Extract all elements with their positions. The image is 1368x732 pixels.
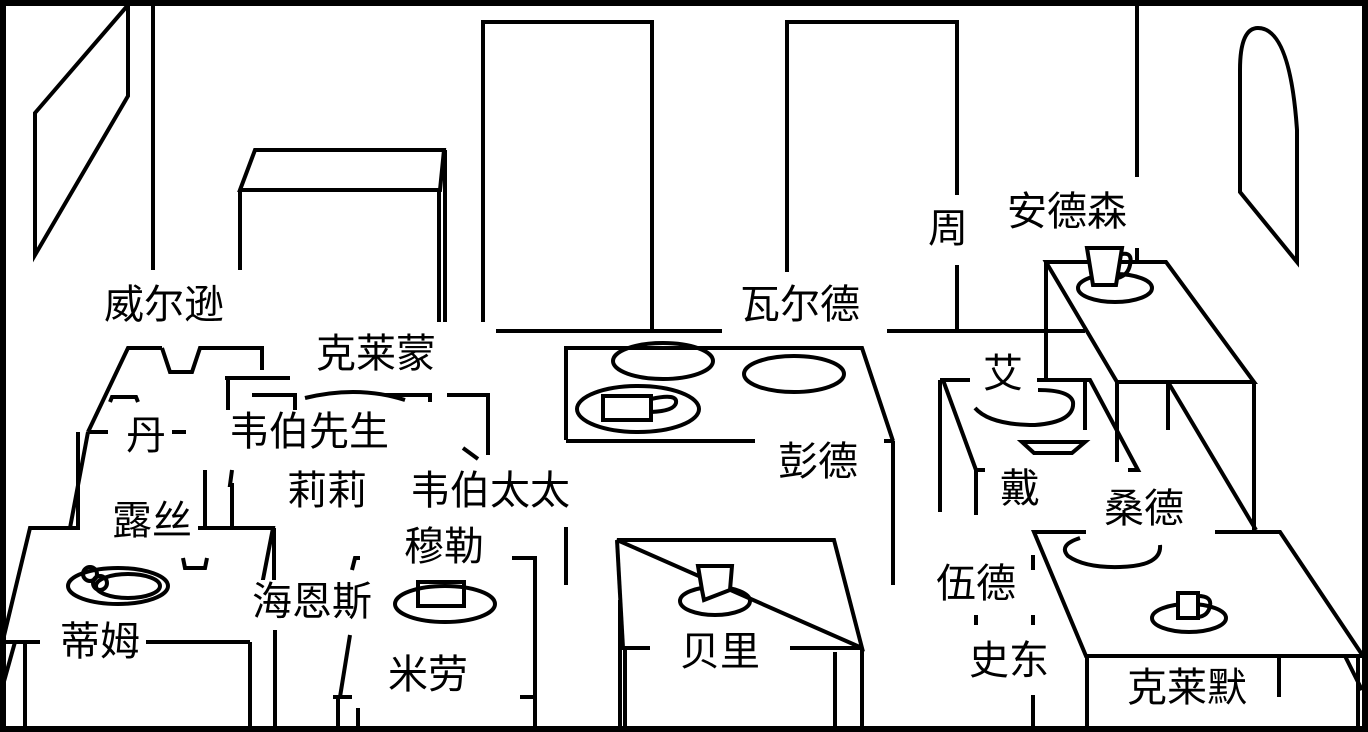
cup-center-icon xyxy=(601,394,653,422)
table-rose-edge xyxy=(1,526,80,641)
label-clemon: 克莱蒙 xyxy=(310,332,442,376)
label-clem: 克莱默 xyxy=(1121,666,1253,710)
table-wilson-leg xyxy=(68,431,90,529)
chair-dan-icon xyxy=(108,395,140,403)
food-tim-icon xyxy=(91,574,109,592)
label-mr-weber: 韦伯先生 xyxy=(223,410,395,454)
label-wude: 伍德 xyxy=(930,562,1022,606)
chair-wilson-icon xyxy=(160,346,264,374)
food-tim-icon xyxy=(81,565,99,583)
table-clem-top xyxy=(1030,530,1367,658)
plate-center-2-icon xyxy=(742,354,846,394)
label-zhou: 周 xyxy=(922,207,974,251)
label-muller: 穆勒 xyxy=(398,525,490,569)
plate-sander-icon xyxy=(1063,536,1163,570)
label-shidong: 史东 xyxy=(963,639,1055,683)
table-ai-edge xyxy=(1037,378,1142,472)
label-wilson: 威尔逊 xyxy=(98,283,230,327)
table-clemon-edge xyxy=(447,393,490,455)
label-pend: 彭德 xyxy=(772,440,864,484)
cup-berry-icon xyxy=(695,564,735,603)
dish-dai-icon xyxy=(1016,440,1091,455)
label-lily: 莉莉 xyxy=(281,469,373,513)
table-lily-edge xyxy=(227,469,234,530)
label-sander: 桑德 xyxy=(1098,487,1190,531)
arched-window-icon xyxy=(1238,25,1299,268)
table-berry-top xyxy=(616,538,865,652)
table-muller-edge xyxy=(512,556,537,732)
label-walde: 瓦尔德 xyxy=(734,283,866,327)
table-clemon-edge xyxy=(385,393,432,402)
label-ai: 艾 xyxy=(977,352,1029,396)
label-berry: 贝里 xyxy=(674,630,766,674)
plate-muller-icon xyxy=(393,584,497,624)
plate-center-cup-icon xyxy=(575,384,701,434)
table-clemon-detail xyxy=(461,446,480,461)
cup-clem-icon xyxy=(1176,591,1200,620)
chair-rose-icon xyxy=(181,557,209,570)
plate-tim-icon xyxy=(66,566,170,606)
plate-ai-icon xyxy=(973,388,1076,428)
table-rose-edge xyxy=(188,526,276,596)
cup-handle-icon xyxy=(1117,251,1133,280)
label-haynes: 海恩斯 xyxy=(246,580,378,624)
door-right-icon xyxy=(785,20,959,272)
food-tim-icon xyxy=(94,572,162,600)
label-anderson: 安德森 xyxy=(1001,190,1133,234)
table-anderson-top xyxy=(1042,260,1258,384)
table-anderson-edge xyxy=(1166,380,1258,532)
table-center-top xyxy=(564,346,895,442)
table-ai-leg xyxy=(974,468,985,515)
label-tim: 蒂姆 xyxy=(54,620,146,664)
table-tim-leg xyxy=(1,641,17,686)
label-mrs-weber: 韦伯太太 xyxy=(404,469,576,513)
label-milo: 米劳 xyxy=(382,653,474,697)
table-ai-edge xyxy=(941,379,978,471)
wall-picture-icon xyxy=(33,0,130,263)
cup-anderson-icon xyxy=(1084,246,1125,287)
cup-handle-icon xyxy=(1197,594,1213,619)
table-muller-edge xyxy=(350,556,360,571)
cup-handle-icon xyxy=(650,394,679,414)
door-left-icon xyxy=(481,20,654,331)
label-dai: 戴 xyxy=(994,467,1046,511)
table-clem-edge xyxy=(1343,655,1364,691)
label-rose: 露丝 xyxy=(106,499,198,543)
table-muller-edge xyxy=(338,634,352,698)
plate-clemon-icon xyxy=(304,389,406,402)
label-dan: 丹 xyxy=(120,414,172,458)
plate-center-1-icon xyxy=(611,341,715,381)
cake-muller-icon xyxy=(416,580,466,608)
table-back-left-top xyxy=(237,148,447,192)
table-wilson-edge xyxy=(86,346,162,433)
